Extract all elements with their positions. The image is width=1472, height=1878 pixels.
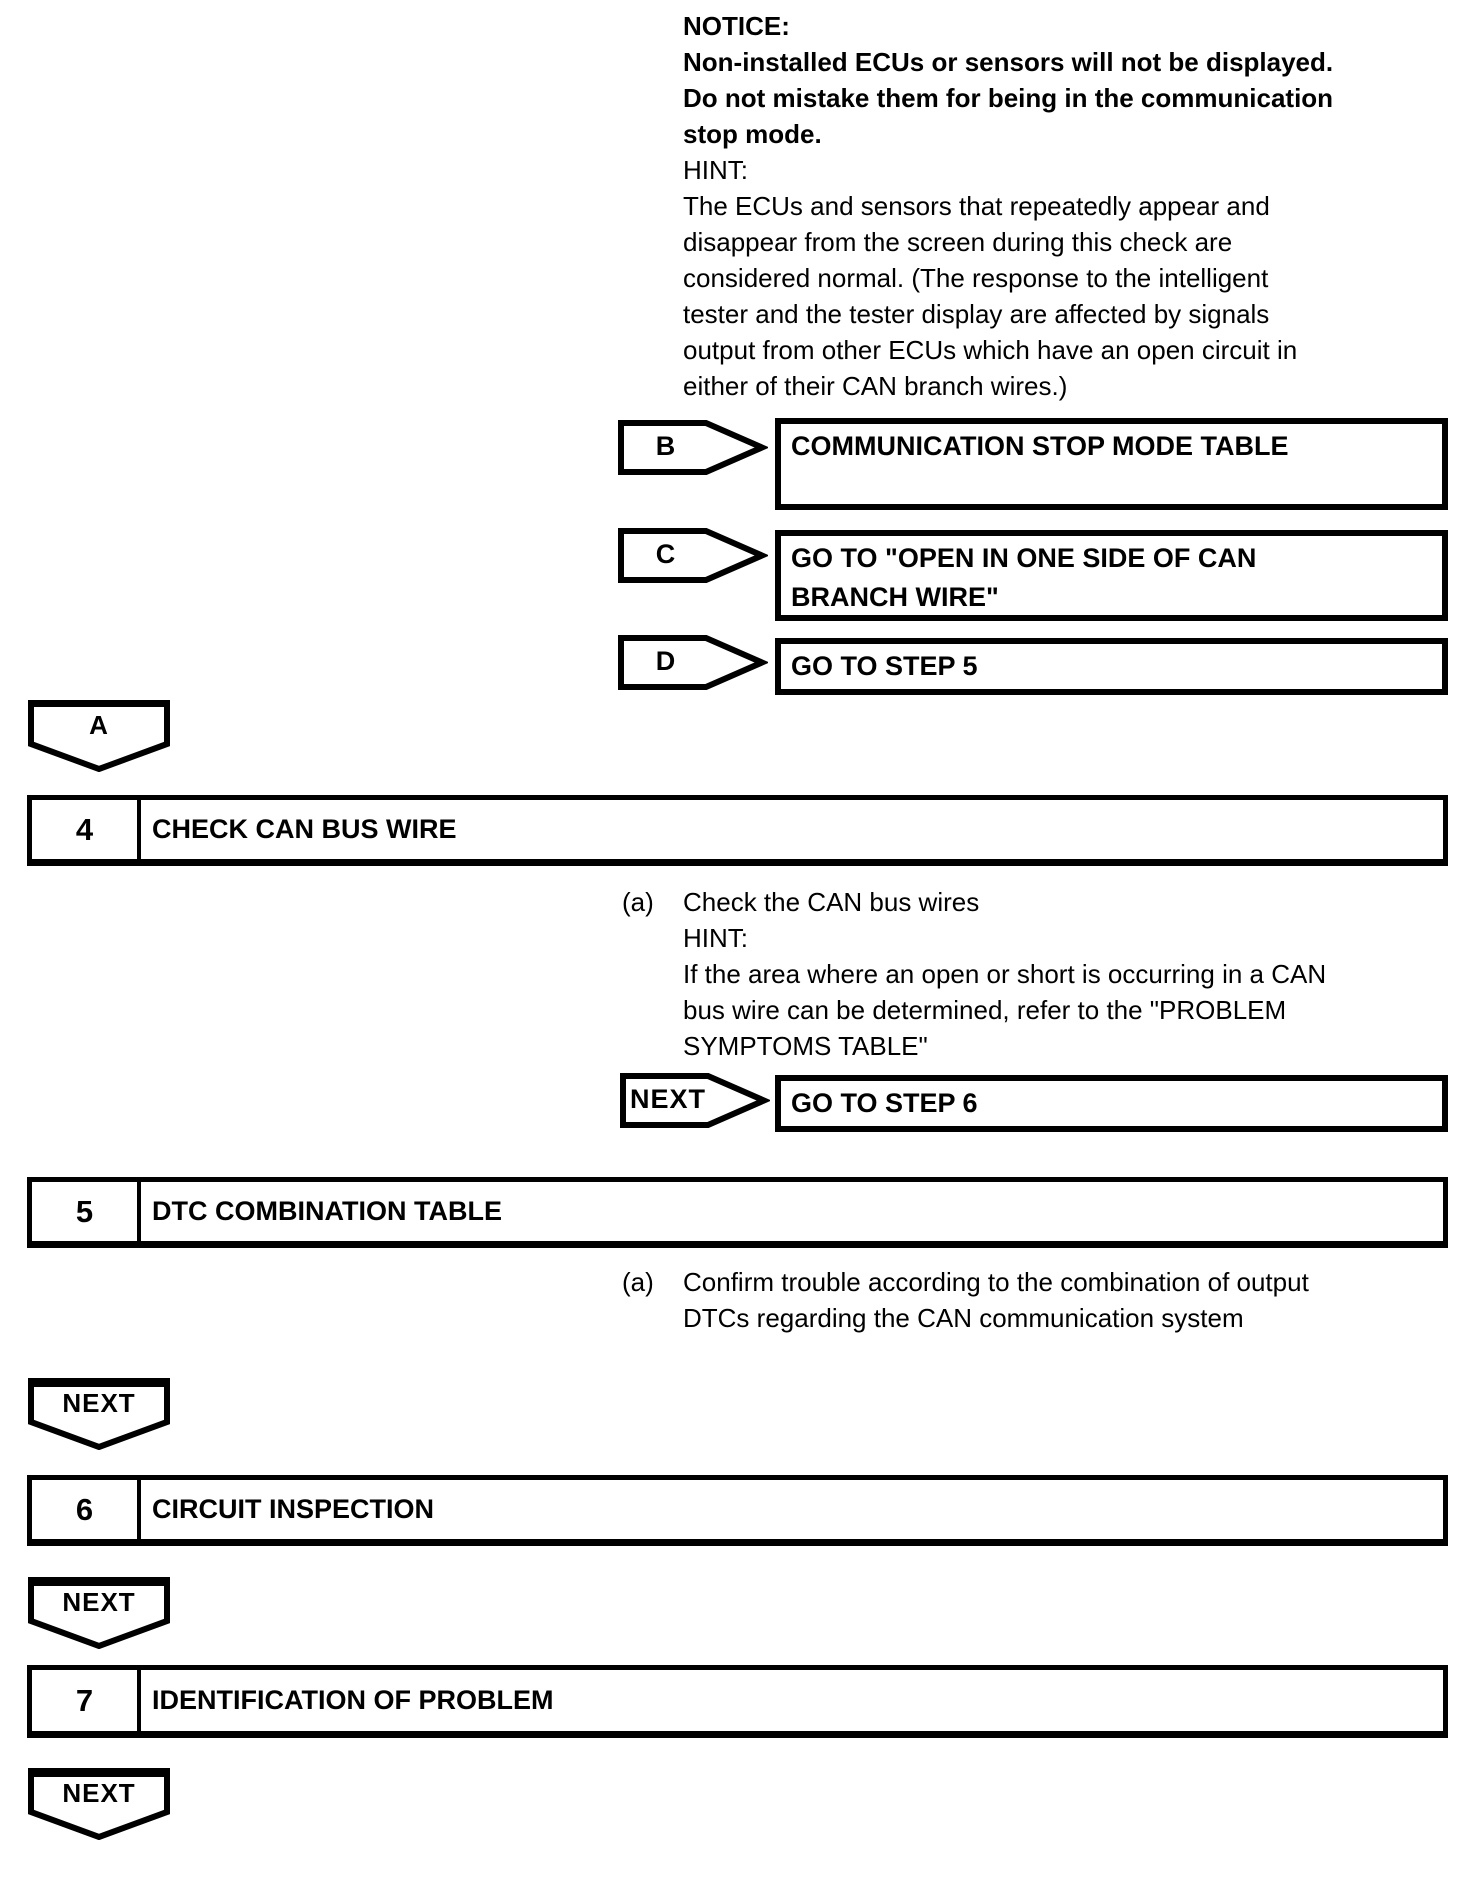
step-number: 7: [32, 1670, 141, 1731]
hint-body: The ECUs and sensors that repeatedly app…: [683, 191, 1298, 401]
result-box-d: GO TO STEP 5: [775, 638, 1448, 695]
connector-next-1: NEXT: [28, 1378, 170, 1450]
next-arrow-label: NEXT: [629, 1083, 706, 1114]
down-pentagon-icon: [28, 1768, 170, 1840]
note-marker: (a): [622, 887, 654, 917]
step-title: DTC COMBINATION TABLE: [152, 1196, 502, 1226]
step-box-5: 5 DTC COMBINATION TABLE: [27, 1177, 1448, 1248]
step-number: 5: [32, 1182, 141, 1241]
result-box-b: COMMUNICATION STOP MODE TABLE: [775, 418, 1448, 510]
connector-label: A: [89, 709, 109, 740]
right-pentagon-icon: [618, 528, 768, 583]
step-title: IDENTIFICATION OF PROBLEM: [152, 1685, 554, 1715]
connector-a: A: [28, 700, 170, 772]
next-arrow: NEXT: [620, 1073, 770, 1129]
down-pentagon-icon: [28, 1378, 170, 1450]
step-box-7: 7 IDENTIFICATION OF PROBLEM: [27, 1665, 1448, 1738]
result-box-text: COMMUNICATION STOP MODE TABLE: [791, 431, 1289, 461]
step-number: 6: [32, 1480, 141, 1539]
down-pentagon-icon: [28, 700, 170, 772]
step-box-4: 4 CHECK CAN BUS WIRE: [27, 795, 1448, 866]
right-pentagon-icon: [618, 420, 768, 475]
result-box-text: GO TO "OPEN IN ONE SIDE OF CAN BRANCH WI…: [791, 543, 1257, 612]
result-arrow-label: D: [655, 645, 677, 676]
step-number: 4: [32, 800, 141, 859]
step-title: CHECK CAN BUS WIRE: [152, 814, 457, 844]
step-box-6: 6 CIRCUIT INSPECTION: [27, 1475, 1448, 1546]
notice-body: Non-installed ECUs or sensors will not b…: [683, 47, 1334, 149]
result-box-next: GO TO STEP 6: [775, 1075, 1448, 1132]
step-title: CIRCUIT INSPECTION: [152, 1494, 435, 1524]
result-box-text: GO TO STEP 6: [791, 1088, 978, 1118]
right-pentagon-icon: [620, 1073, 770, 1128]
result-arrow-d: D: [618, 635, 768, 691]
down-pentagon-icon: [28, 1577, 170, 1649]
note-marker: (a): [622, 1267, 654, 1297]
hint-title: HINT:: [683, 155, 748, 185]
result-arrow-b: B: [618, 420, 768, 476]
connector-label: NEXT: [62, 1777, 136, 1808]
result-arrow-label: B: [655, 430, 677, 461]
connector-label: NEXT: [62, 1586, 136, 1617]
connector-label: NEXT: [62, 1387, 136, 1418]
note-body: Confirm trouble according to the combina…: [683, 1267, 1309, 1333]
result-box-text: GO TO STEP 5: [791, 651, 978, 681]
right-pentagon-icon: [618, 635, 768, 690]
notice-title: NOTICE:: [683, 11, 790, 41]
connector-next-3: NEXT: [28, 1768, 170, 1840]
result-box-c: GO TO "OPEN IN ONE SIDE OF CAN BRANCH WI…: [775, 530, 1448, 621]
connector-next-2: NEXT: [28, 1577, 170, 1649]
note-body: Check the CAN bus wires HINT: If the are…: [683, 887, 1327, 1061]
result-arrow-label: C: [655, 538, 677, 569]
notice-block: NOTICE: Non-installed ECUs or sensors wi…: [683, 8, 1333, 404]
result-arrow-c: C: [618, 528, 768, 584]
